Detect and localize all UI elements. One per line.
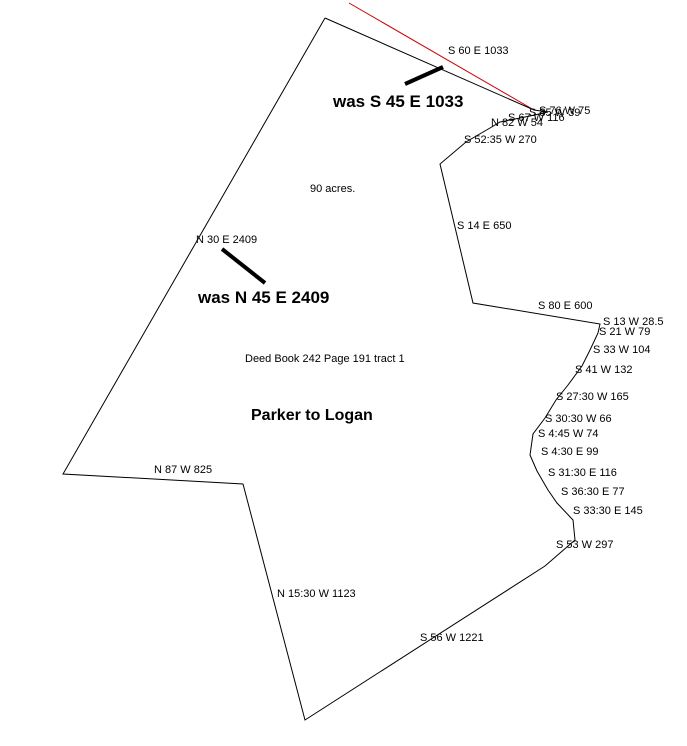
west-correction-note: was N 45 E 2409 [197, 288, 329, 307]
call-label: S 21 W 79 [599, 326, 650, 338]
call-label: S 67 W 116 [508, 112, 565, 124]
call-label: S 53 W 297 [556, 539, 613, 551]
call-label: S 33 W 104 [593, 344, 650, 356]
call-label: N 30 E 2409 [196, 234, 257, 246]
deed-reference: Deed Book 242 Page 191 tract 1 [245, 353, 405, 365]
call-label: N 87 W 825 [154, 464, 212, 476]
west-correction-mark [220, 247, 267, 285]
adjoiner-line [348, 2, 535, 111]
call-label: S 41 W 132 [575, 364, 632, 376]
call-label: S 30:30 W 66 [545, 413, 612, 425]
call-label: S 14 E 650 [457, 220, 511, 232]
call-label: S 31:30 E 116 [548, 467, 617, 479]
call-label: S 27:30 W 165 [556, 391, 629, 403]
call-label: S 80 E 600 [538, 300, 592, 312]
call-label: N 15:30 W 1123 [277, 588, 356, 600]
call-label: S 76 W 75 [539, 105, 590, 117]
north-correction-note: was S 45 E 1033 [332, 92, 463, 111]
acreage-label: 90 acres. [310, 183, 355, 195]
call-label: S 56 W 1221 [420, 632, 484, 644]
call-label: S 4:30 E 99 [541, 446, 599, 458]
plat-title: Parker to Logan [251, 407, 373, 424]
call-label: N 82 W 54 [491, 117, 543, 129]
call-label: S 36:30 E 77 [561, 486, 625, 498]
call-label: S 4:45 W 74 [538, 428, 599, 440]
call-label: S 13 W 28.5 [603, 316, 664, 328]
tract-boundary [62, 17, 601, 721]
call-label: S 33:30 E 145 [573, 505, 643, 517]
call-label: S 52:35 W 270 [464, 134, 537, 146]
call-label: S 85 W 39 [529, 107, 580, 119]
north-correction-mark [404, 65, 444, 86]
call-label: S 60 E 1033 [448, 45, 509, 57]
